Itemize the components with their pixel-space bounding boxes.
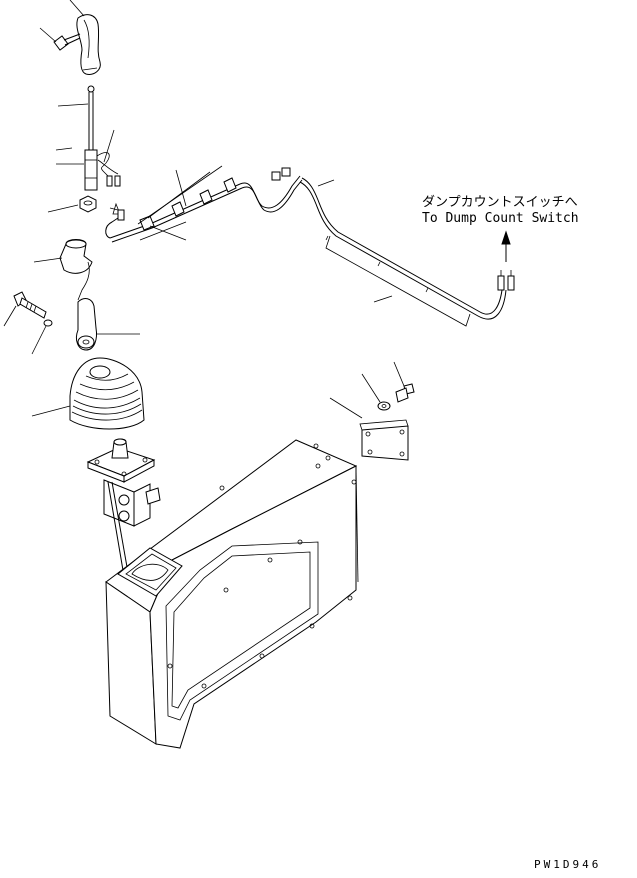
lever-socket (33, 239, 93, 301)
lever-rod (55, 85, 121, 191)
lever-knob (69, 0, 101, 75)
rubber-boot (31, 357, 145, 430)
lever-link (75, 298, 140, 351)
bolt-left (3, 291, 53, 355)
annotation-japanese: ダンプカウントスイッチへ (422, 195, 578, 210)
bracket-plate (329, 361, 415, 461)
bolt-small (39, 27, 81, 51)
control-valve (86, 438, 161, 589)
wiring-harness (105, 165, 515, 327)
annotation-english: To Dump Count Switch (422, 211, 579, 226)
figure-code: PW1D946 (534, 858, 601, 871)
console-cover (105, 439, 359, 749)
nut (47, 195, 121, 215)
